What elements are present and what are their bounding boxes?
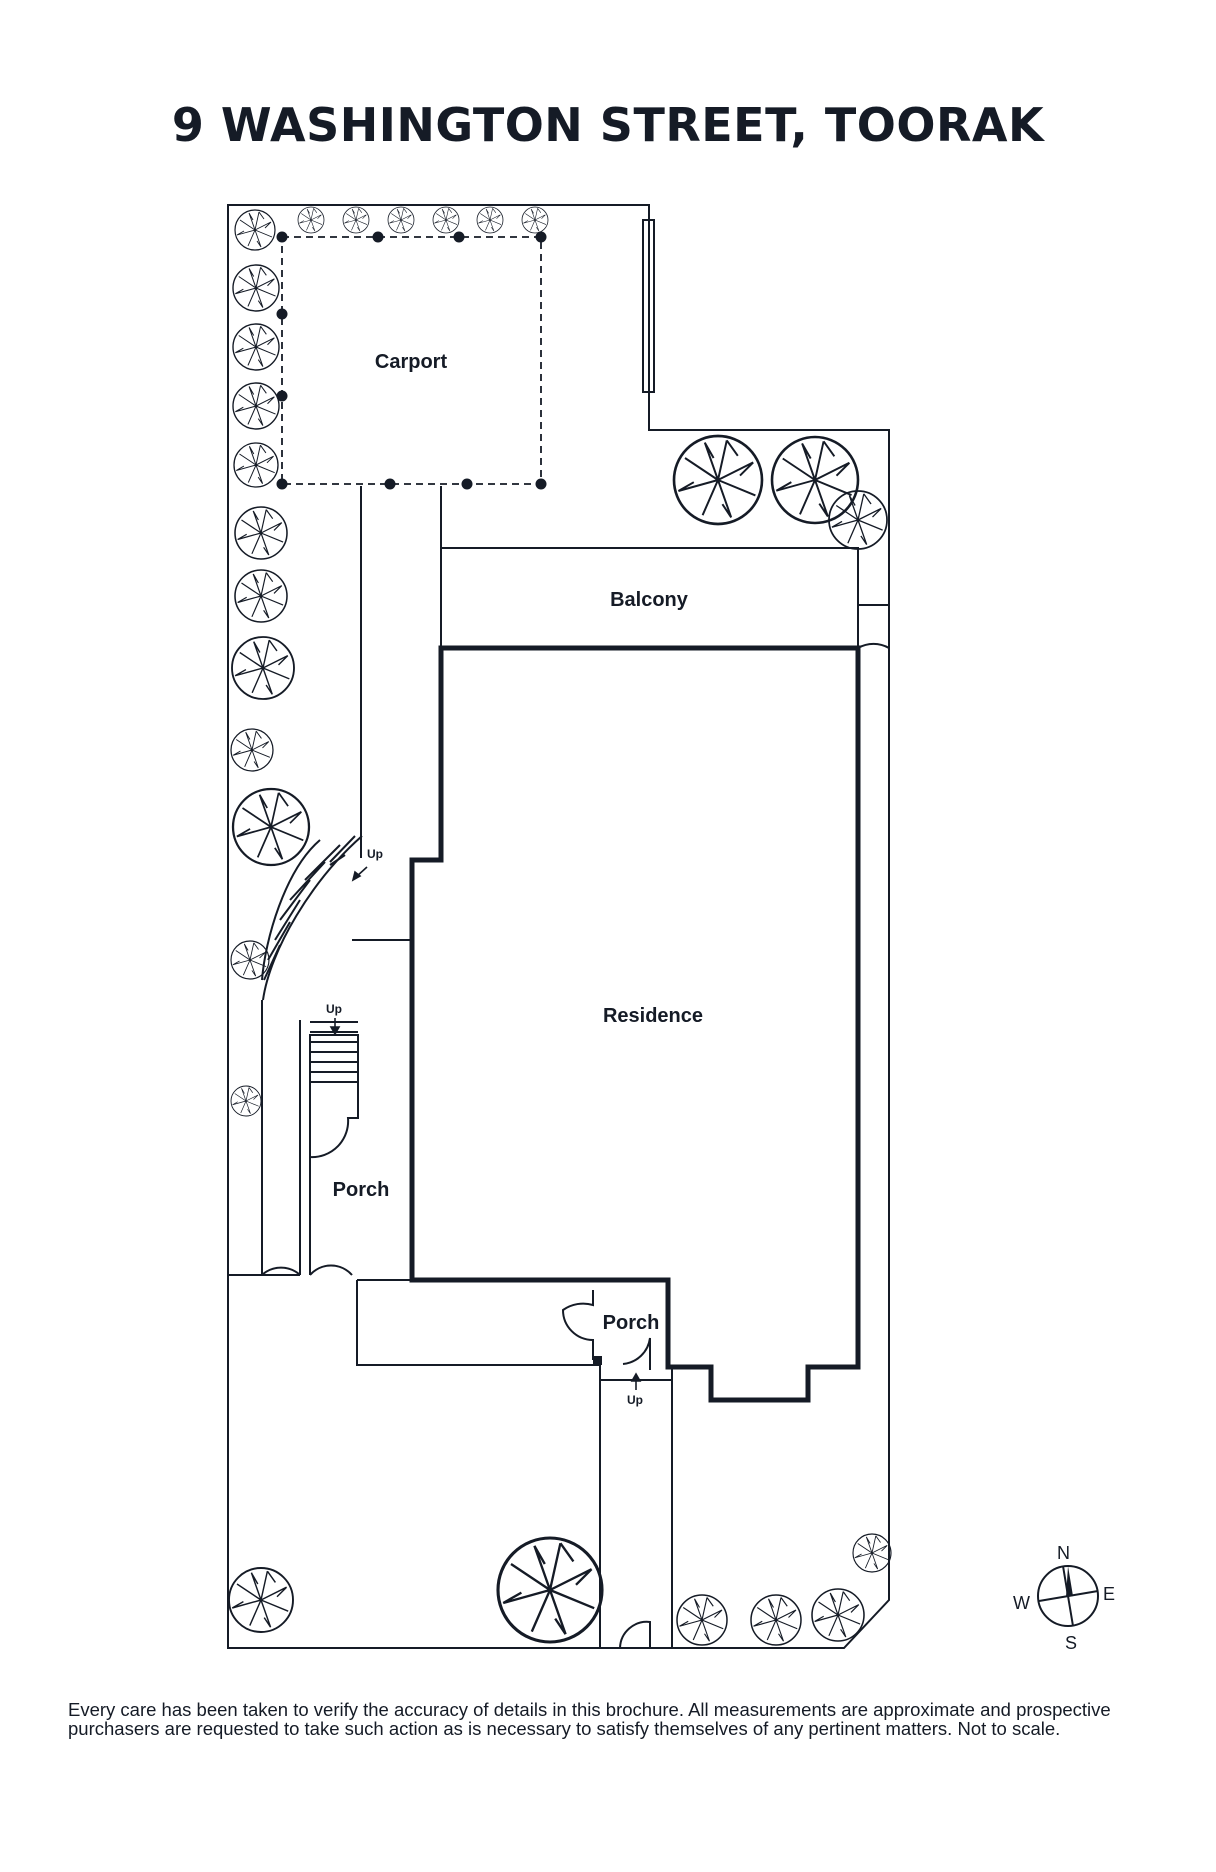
carport-outline xyxy=(281,236,542,485)
trees xyxy=(228,206,892,1646)
label-carport: Carport xyxy=(375,351,448,373)
fence-strip xyxy=(642,219,655,393)
curved-stair xyxy=(261,835,363,1001)
label-up-curved: Up xyxy=(367,847,383,861)
compass-icon xyxy=(1037,1565,1099,1627)
page-title: 9 WASHINGTON STREET, TOORAK xyxy=(171,98,1045,152)
disclaimer-line-2: purchasers are requested to take such ac… xyxy=(68,1718,1061,1739)
label-balcony: Balcony xyxy=(610,589,689,611)
balcony-outline xyxy=(440,547,859,648)
porch-post xyxy=(593,1356,602,1365)
compass-north: N xyxy=(1057,1543,1070,1563)
label-residence: Residence xyxy=(603,1005,703,1027)
residence-outline xyxy=(409,645,861,1403)
disclaimer-line-1: Every care has been taken to verify the … xyxy=(68,1699,1111,1720)
site-boundary xyxy=(227,204,890,1649)
compass-east: E xyxy=(1103,1584,1115,1604)
label-up-straight: Up xyxy=(326,1002,342,1016)
compass-south: S xyxy=(1065,1633,1077,1653)
label-up-front: Up xyxy=(627,1393,643,1407)
compass-west: W xyxy=(1013,1593,1030,1613)
label-porch-south: Porch xyxy=(603,1312,660,1334)
label-porch-west: Porch xyxy=(333,1179,390,1201)
disclaimer: Every care has been taken to verify the … xyxy=(68,1700,1168,1738)
porch-west-outline xyxy=(352,939,412,1280)
